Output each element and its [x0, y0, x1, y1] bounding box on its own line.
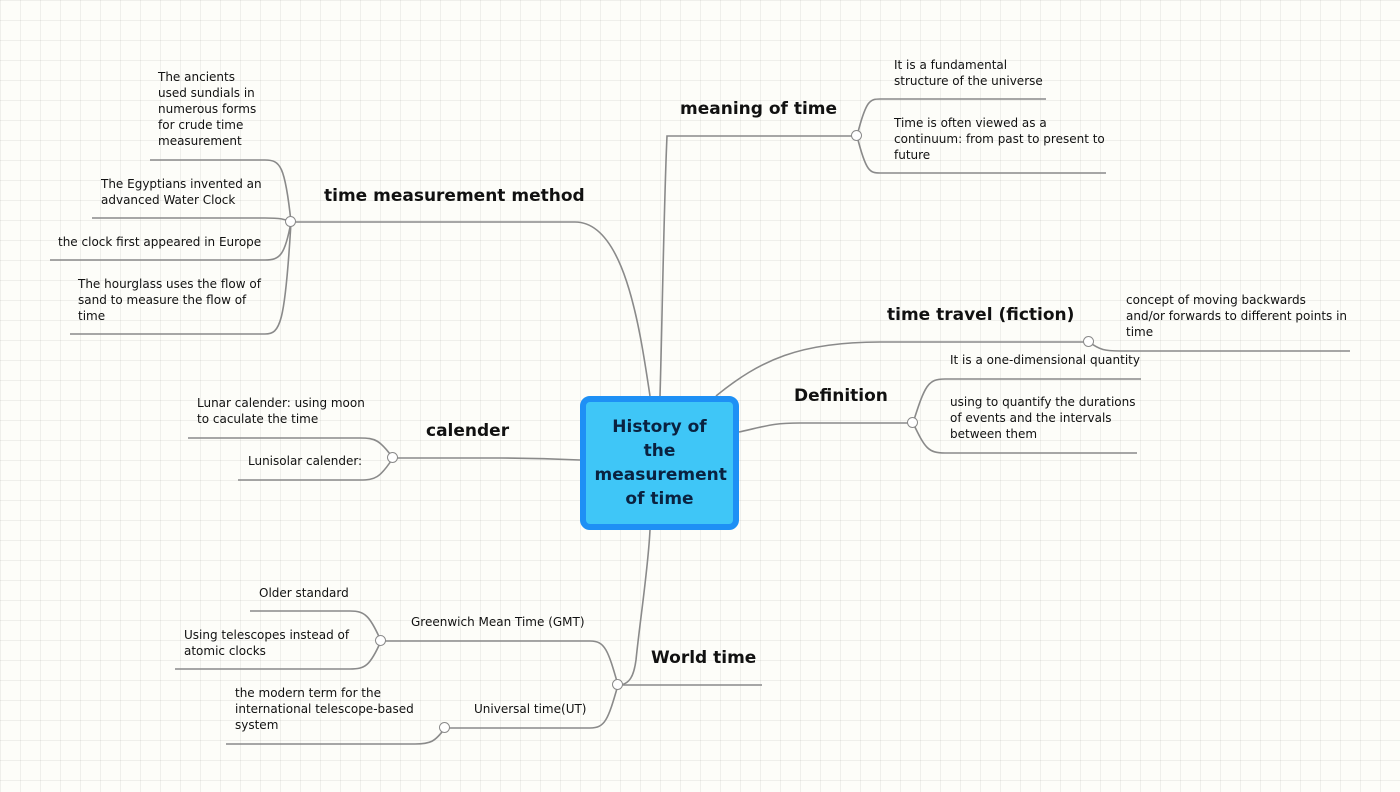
- subtopic-one-dimensional[interactable]: It is a one-dimensional quantity: [950, 353, 1140, 367]
- topic-time-travel[interactable]: time travel (fiction): [887, 305, 1075, 325]
- collapse-toggle-gmt[interactable]: [375, 635, 386, 646]
- collapse-toggle-time-travel[interactable]: [1083, 336, 1094, 347]
- topic-definition[interactable]: Definition: [794, 386, 888, 406]
- central-topic-label: History of the measurement of time: [594, 417, 727, 509]
- collapse-toggle-method[interactable]: [285, 216, 296, 227]
- topic-world-time[interactable]: World time: [651, 648, 757, 668]
- topic-calender[interactable]: calender: [426, 421, 510, 441]
- collapse-toggle-meaning[interactable]: [851, 130, 862, 141]
- topic-meaning-of-time[interactable]: meaning of time: [680, 99, 838, 119]
- subtopic-universal-time[interactable]: Universal time(UT): [474, 702, 587, 716]
- subtopic-lunisolar-calender[interactable]: Lunisolar calender:: [248, 454, 363, 468]
- topic-time-measurement-method[interactable]: time measurement method: [324, 186, 585, 206]
- collapse-toggle-world-time[interactable]: [612, 679, 623, 690]
- subtopic-older-standard[interactable]: Older standard: [259, 586, 349, 600]
- central-topic[interactable]: History of the measurement of time: [580, 396, 739, 530]
- collapse-toggle-definition[interactable]: [907, 417, 918, 428]
- subtopic-gmt[interactable]: Greenwich Mean Time (GMT): [411, 615, 585, 629]
- collapse-toggle-ut[interactable]: [439, 722, 450, 733]
- subtopic-clock-europe[interactable]: the clock first appeared in Europe: [58, 235, 262, 249]
- collapse-toggle-calender[interactable]: [387, 452, 398, 463]
